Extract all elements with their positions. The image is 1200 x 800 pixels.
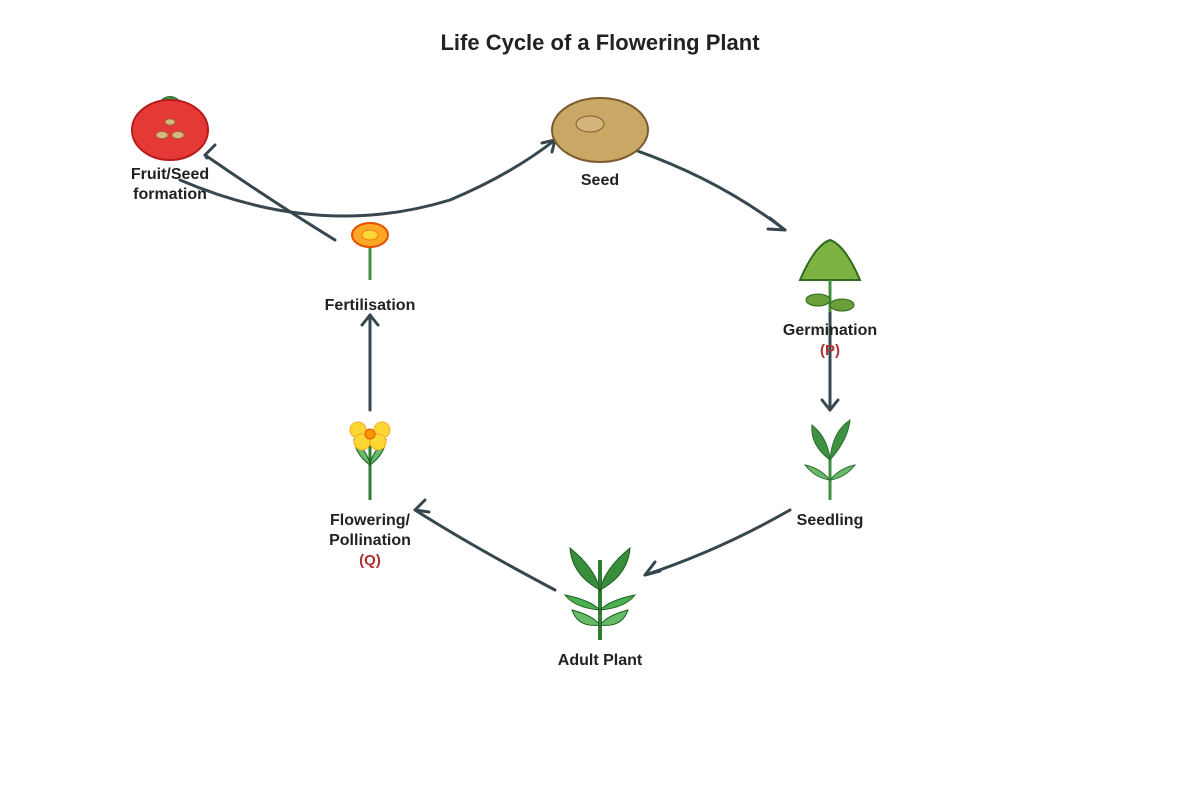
fruit-icon xyxy=(131,96,209,161)
arrow-fertilisation-to-fruit xyxy=(203,143,337,242)
fruit-label: Fruit/Seed formation xyxy=(90,165,250,205)
flowering-label-line2: Pollination xyxy=(329,532,411,549)
germination-marker: (P) xyxy=(820,342,840,359)
adult-plant-icon xyxy=(563,546,637,640)
germination-label-text: Germination xyxy=(782,322,878,339)
flower-icon xyxy=(349,421,391,500)
fruit-label-line2: formation xyxy=(133,186,207,203)
arrow-seedling-to-adult xyxy=(643,508,792,577)
germination-icon xyxy=(798,238,862,312)
seed-label: Seed xyxy=(580,172,620,189)
seedling-label: Seedling xyxy=(796,512,864,529)
arrow-germination-to-seedling xyxy=(820,298,840,412)
arrow-adult-to-flowering xyxy=(413,498,557,592)
fertilisation-icon xyxy=(351,222,389,280)
arrow-flowering-to-fertilisation xyxy=(360,313,380,412)
seed-icon xyxy=(551,97,649,163)
flowering-label-line1: Flowering/ xyxy=(330,512,410,529)
flowering-marker: (Q) xyxy=(359,552,381,569)
seedling-icon xyxy=(803,418,857,500)
diagram-title: Life Cycle of a Flowering Plant xyxy=(440,30,760,55)
flowering-label: Flowering/ Pollination (Q) xyxy=(290,511,450,571)
fertilisation-label: Fertilisation xyxy=(324,297,416,314)
germination-label: Germination (P) xyxy=(750,321,910,361)
adult-plant-label: Adult Plant xyxy=(557,652,643,669)
arrow-seed-to-germination xyxy=(633,148,787,232)
fruit-label-line1: Fruit/Seed xyxy=(130,166,210,183)
